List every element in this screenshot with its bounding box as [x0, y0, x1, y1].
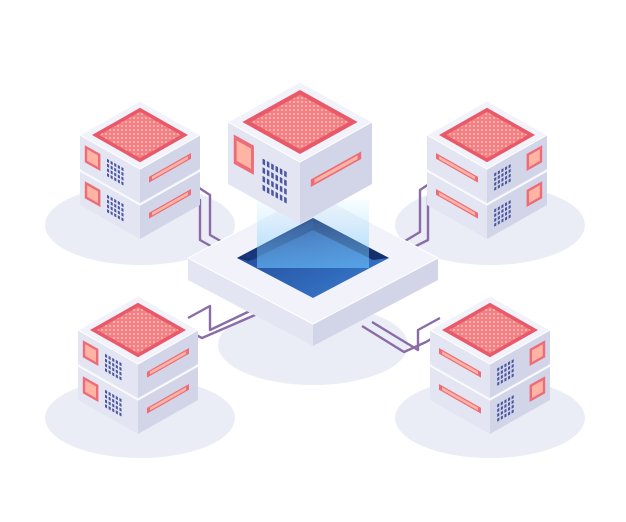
- server-bottom-right: [428, 295, 552, 434]
- server-unit-upper: [428, 295, 552, 398]
- server-top-right: [425, 100, 549, 239]
- server-unit-upper: [76, 295, 200, 398]
- network-cable: [187, 304, 253, 332]
- server-bottom-left: [76, 295, 200, 434]
- network-cable: [371, 316, 441, 352]
- server-top-center: [226, 81, 374, 224]
- server-unit-upper: [78, 100, 202, 203]
- server-top-left: [78, 100, 202, 239]
- server-unit-upper: [425, 100, 549, 203]
- central-hub: [186, 191, 440, 346]
- light-beam: [257, 200, 369, 268]
- server-racks: [76, 81, 552, 434]
